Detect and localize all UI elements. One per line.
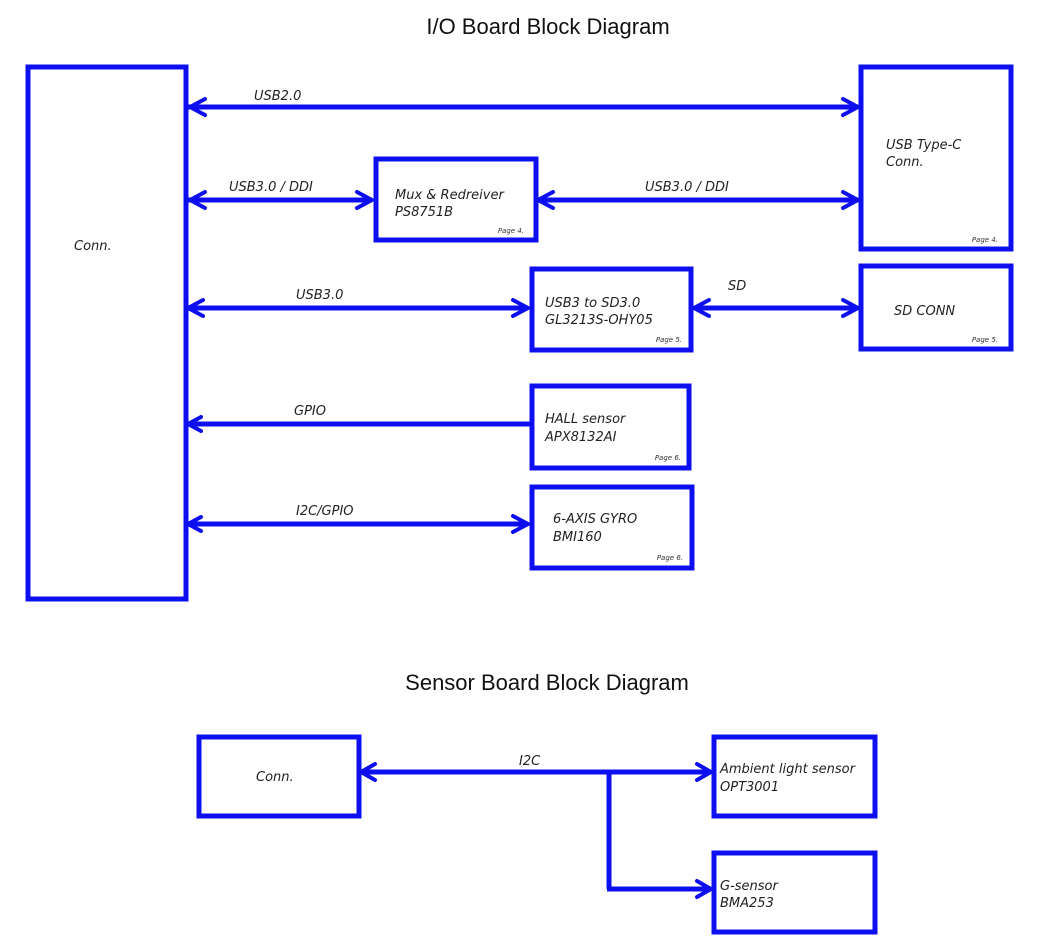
gyro-block: 6-AXIS GYRO BMI160 Page 6. [529, 484, 695, 571]
arrowhead-left-icon [188, 190, 207, 210]
io-conn-label: Conn. [74, 239, 112, 254]
arrowhead-right-icon [355, 190, 374, 210]
usb3-sd-bridge-block: USB3 to SD3.0 GL3213S-OHY05 Page 5. [529, 266, 694, 353]
mux-label-1: Mux & Redreiver [395, 188, 505, 203]
hall-label-1: HALL sensor [545, 412, 627, 427]
sd-conn-page-ref: Page 5. [972, 336, 998, 344]
link-sd-label: SD [728, 279, 746, 294]
mux-label-2: PS8751B [395, 205, 453, 220]
link-usb3-label: USB3.0 [296, 288, 343, 303]
link-usb2: USB2.0 [188, 89, 860, 117]
als-label-2: OPT3001 [720, 780, 779, 795]
link-usb2-label: USB2.0 [254, 89, 301, 104]
usb-type-c-block: USB Type-C Conn. Page 4. [858, 64, 1014, 252]
gyro-label-2: BMI160 [553, 530, 602, 545]
sd-conn-block: SD CONN Page 5. [858, 263, 1014, 352]
gyro-label-1: 6-AXIS GYRO [553, 512, 637, 527]
link-usb3-ddi-b-label: USB3.0 / DDI [645, 180, 729, 195]
usb-type-c-label-1: USB Type-C [886, 138, 962, 153]
sd-bridge-label-1: USB3 to SD3.0 [545, 296, 640, 311]
link-i2c-bus: I2C [359, 754, 713, 899]
link-usb3-ddi-mux-typec: USB3.0 / DDI [536, 180, 860, 210]
arrowhead-left-icon [186, 515, 203, 533]
link-i2c-gpio-label: I2C/GPIO [296, 504, 354, 519]
arrowhead-right-icon [841, 298, 860, 318]
arrowhead-right-icon [695, 762, 713, 782]
sd-bridge-page-ref: Page 5. [656, 336, 682, 344]
mux-redriver-block: Mux & Redreiver PS8751B Page 4. [373, 156, 539, 243]
sensor-conn-block: Conn. [196, 734, 362, 819]
hall-label-2: APX8132AI [544, 430, 617, 445]
link-sd: SD [692, 279, 860, 318]
arrowhead-right-icon [841, 97, 860, 117]
als-label-1: Ambient light sensor [719, 762, 857, 777]
arrowhead-right-icon [841, 190, 860, 210]
link-usb3: USB3.0 [186, 288, 530, 318]
sensor-board-title: Sensor Board Block Diagram [405, 670, 689, 695]
arrowhead-left-icon [186, 415, 203, 433]
sd-bridge-label-2: GL3213S-OHY05 [545, 313, 653, 328]
usb-type-c-page-ref: Page 4. [972, 236, 998, 244]
arrowhead-left-icon [536, 190, 555, 210]
link-i2c-gpio: I2C/GPIO [186, 504, 530, 534]
link-usb3-ddi-conn-mux: USB3.0 / DDI [188, 180, 374, 210]
sd-conn-label: SD CONN [894, 304, 955, 319]
arrowhead-right-icon [511, 514, 530, 534]
link-i2c-label: I2C [519, 754, 541, 769]
usb-type-c-label-2: Conn. [886, 155, 924, 170]
io-board-title: I/O Board Block Diagram [426, 14, 669, 39]
io-conn-block: Conn. [25, 64, 189, 602]
gyro-page-ref: Page 6. [657, 554, 683, 562]
arrowhead-left-icon [692, 298, 711, 318]
g-sensor-label-1: G-sensor [720, 879, 780, 894]
hall-sensor-block: HALL sensor APX8132AI Page 6. [529, 383, 692, 471]
link-gpio: GPIO [186, 404, 530, 433]
link-gpio-label: GPIO [294, 404, 326, 419]
arrowhead-left-icon [359, 762, 377, 782]
g-sensor-block: G-sensor BMA253 [711, 850, 878, 935]
link-usb3-ddi-a-label: USB3.0 / DDI [229, 180, 313, 195]
hall-page-ref: Page 6. [655, 454, 681, 462]
sensor-conn-label: Conn. [256, 770, 294, 785]
mux-page-ref: Page 4. [498, 227, 524, 235]
ambient-light-sensor-block: Ambient light sensor OPT3001 [711, 734, 878, 819]
arrowhead-left-icon [186, 298, 205, 318]
g-sensor-label-2: BMA253 [720, 896, 774, 911]
arrowhead-left-icon [188, 97, 207, 117]
arrowhead-right-icon [695, 879, 713, 899]
arrowhead-right-icon [511, 298, 530, 318]
